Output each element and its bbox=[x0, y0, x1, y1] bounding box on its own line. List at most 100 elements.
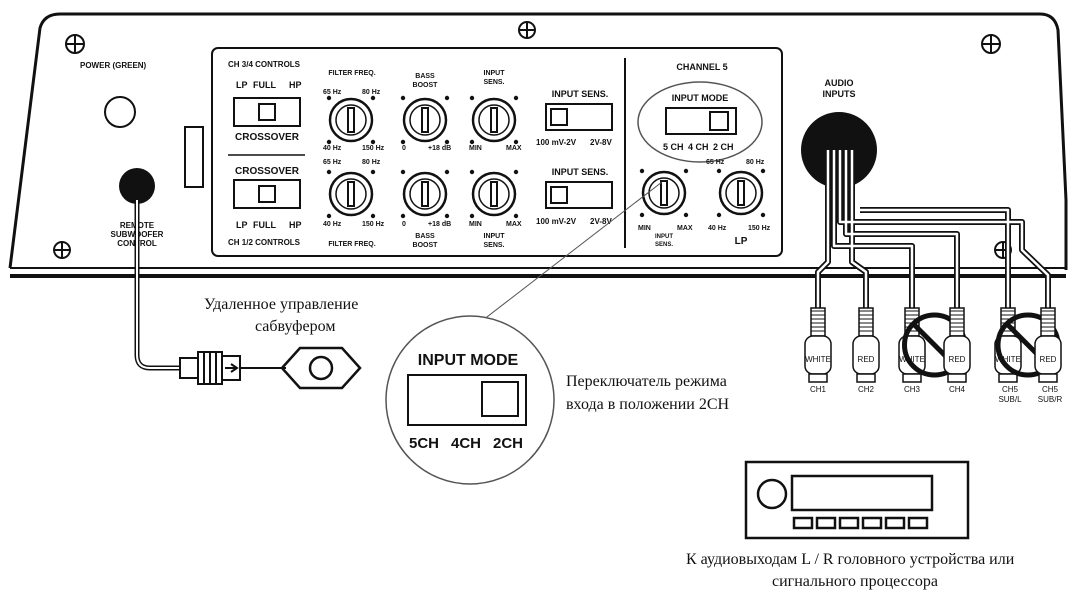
plug-channel-label: CH2 bbox=[858, 385, 875, 394]
crossover-lp-top: LP bbox=[236, 80, 248, 90]
zero-top: 0 bbox=[402, 145, 406, 152]
input-mode-label: INPUT MODE bbox=[672, 93, 729, 103]
ch5-sens-2: SENS. bbox=[655, 242, 673, 248]
input-sens-bottom-2: SENS. bbox=[483, 242, 504, 249]
filter-freq-knob-ch12[interactable] bbox=[326, 169, 376, 219]
crossover-full-top: FULL bbox=[253, 80, 276, 90]
hz150-bottom: 150 Hz bbox=[362, 221, 385, 228]
plug-channel-label: CH5 bbox=[1002, 385, 1019, 394]
zoom-title: INPUT MODE bbox=[418, 352, 519, 369]
remote-jack bbox=[119, 168, 155, 204]
amplifier-body bbox=[8, 12, 1068, 270]
max-top: MAX bbox=[506, 145, 522, 152]
crossover-switch-ch12[interactable] bbox=[233, 179, 301, 209]
crossover-hp-bottom: HP bbox=[289, 220, 302, 230]
plug-color-label: WHITE bbox=[805, 355, 831, 364]
input-sens-switch-top-label: INPUT SENS. bbox=[552, 89, 609, 99]
crossover-full-bottom: FULL bbox=[253, 220, 276, 230]
power-led bbox=[104, 96, 136, 128]
input-sens-knob-ch34[interactable] bbox=[469, 95, 519, 145]
filter-freq-knob-ch34[interactable] bbox=[326, 95, 376, 145]
ch34-title: CH 3/4 CONTROLS bbox=[228, 60, 301, 69]
power-label: POWER (GREEN) bbox=[80, 61, 147, 70]
head-unit bbox=[744, 460, 970, 540]
remote-control-knob bbox=[280, 346, 362, 390]
ch5-input-sens-knob[interactable] bbox=[639, 168, 689, 218]
mv100-top: 100 mV-2V bbox=[536, 138, 577, 147]
plug-channel-label: SUB/R bbox=[1038, 395, 1063, 404]
zoom-5ch: 5CH bbox=[409, 435, 439, 452]
remote-connector bbox=[179, 351, 286, 385]
rca-plug-ch4: RED CH4 bbox=[943, 307, 971, 394]
bass-boost-bottom-2: BOOST bbox=[413, 242, 439, 249]
filter-freq-top: FILTER FREQ. bbox=[328, 70, 375, 77]
crossover-switch-ch34[interactable] bbox=[233, 97, 301, 127]
head-unit-caption-1: К аудиовыходам L / R головного устройств… bbox=[686, 551, 1015, 568]
ch5-lp-knob[interactable] bbox=[716, 168, 766, 218]
bass-boost-top-2: BOOST bbox=[413, 82, 439, 89]
input-sens-knob-ch12[interactable] bbox=[469, 169, 519, 219]
hz80-top: 80 Hz bbox=[362, 89, 381, 96]
plug-color-label: RED bbox=[858, 355, 875, 364]
input-sens-switch-bottom[interactable] bbox=[545, 181, 613, 209]
audio-inputs-label-1: AUDIO bbox=[825, 78, 854, 88]
switch-caption-2: входа в положении 2CH bbox=[566, 396, 730, 413]
plug-color-label: RED bbox=[1040, 355, 1057, 364]
bass-boost-knob-ch34[interactable] bbox=[400, 95, 450, 145]
switch-caption-1: Переключатель режима bbox=[566, 373, 727, 390]
crossover-label-ch12: CROSSOVER bbox=[235, 166, 300, 177]
input-sens-switch-top[interactable] bbox=[545, 103, 613, 131]
remote-caption-1: Удаленное управление bbox=[204, 296, 359, 313]
ch5-lp: LP bbox=[735, 236, 748, 247]
ch5-min: MIN bbox=[638, 225, 651, 232]
input-mode-switch[interactable] bbox=[665, 107, 737, 135]
plug-channel-label: SUB/L bbox=[998, 395, 1022, 404]
hz40-top: 40 Hz bbox=[323, 145, 342, 152]
channel5-title: CHANNEL 5 bbox=[676, 62, 727, 72]
ch12-title: CH 1/2 CONTROLS bbox=[228, 238, 301, 247]
hz65-bottom: 65 Hz bbox=[323, 159, 342, 166]
zoom-2ch: 2CH bbox=[493, 435, 523, 452]
input-mode-highlight bbox=[637, 81, 763, 163]
fuse-slot bbox=[184, 126, 204, 188]
bass-boost-knob-ch12[interactable] bbox=[400, 169, 450, 219]
plug-color-label: WHITE bbox=[995, 355, 1021, 364]
hz80-bottom: 80 Hz bbox=[362, 159, 381, 166]
hz40-bottom: 40 Hz bbox=[323, 221, 342, 228]
mode-5ch: 5 CH bbox=[663, 142, 684, 152]
zoom-4ch: 4CH bbox=[451, 435, 481, 452]
zoom-switch bbox=[407, 374, 527, 426]
bass-boost-top-1: BASS bbox=[415, 73, 435, 80]
plug-channel-label: CH4 bbox=[949, 385, 966, 394]
plus18-bottom: +18 dB bbox=[428, 221, 451, 228]
plug-color-label: WHITE bbox=[899, 355, 925, 364]
crossover-hp-top: HP bbox=[289, 80, 302, 90]
crossover-label-ch34: CROSSOVER bbox=[235, 132, 300, 143]
input-mode-zoom bbox=[385, 315, 555, 485]
ch5-sens-1: INPUT bbox=[655, 234, 673, 240]
max-bottom: MAX bbox=[506, 221, 522, 228]
hz150-top: 150 Hz bbox=[362, 145, 385, 152]
hz65-top: 65 Hz bbox=[323, 89, 342, 96]
input-sens-switch-bottom-label: INPUT SENS. bbox=[552, 167, 609, 177]
input-sens-top-1: INPUT bbox=[484, 70, 506, 77]
ch5-hz150: 150 Hz bbox=[748, 225, 771, 232]
rca-plug-ch2: RED CH2 bbox=[852, 307, 880, 394]
min-bottom: MIN bbox=[469, 221, 482, 228]
screw-icon bbox=[53, 21, 1012, 259]
ch5-hz65: 65 Hz bbox=[706, 159, 725, 166]
mode-2ch: 2 CH bbox=[713, 142, 734, 152]
filter-freq-bottom: FILTER FREQ. bbox=[328, 241, 375, 248]
plus18-top: +18 dB bbox=[428, 145, 451, 152]
remote-caption-2: сабвуфером bbox=[255, 318, 336, 335]
crossover-lp-bottom: LP bbox=[236, 220, 248, 230]
v28-bottom: 2V-8V bbox=[590, 217, 612, 226]
mv100-bottom: 100 mV-2V bbox=[536, 217, 577, 226]
plug-color-label: RED bbox=[949, 355, 966, 364]
ch5-hz80: 80 Hz bbox=[746, 159, 765, 166]
ch5-hz40: 40 Hz bbox=[708, 225, 727, 232]
